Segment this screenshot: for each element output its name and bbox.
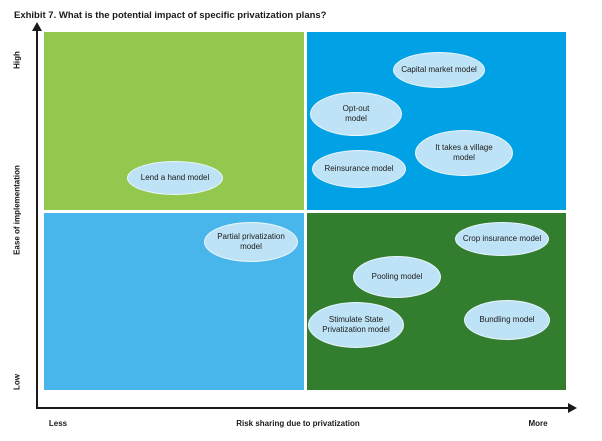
bubble-reinsurance: Reinsurance model [312,150,406,188]
y-axis-line [36,30,38,408]
bubble-crop-insurance: Crop insurance model [455,222,549,256]
y-axis-low-label: Low [12,374,22,390]
bubble-bundling: Bundling model [464,300,550,340]
x-axis-title: Risk sharing due to privatization [236,419,360,428]
x-axis-less-label: Less [48,419,68,428]
x-axis-more-label: More [528,419,548,428]
exhibit-title: Exhibit 7. What is the potential impact … [14,10,327,21]
bubble-capital-market: Capital market model [393,52,485,88]
bubble-lend-a-hand: Lend a hand model [127,161,223,195]
y-axis-arrow-icon [32,22,42,31]
y-axis-title: Ease of implementation [12,165,22,255]
x-axis-line [36,407,570,409]
x-axis-arrow-icon [568,403,577,413]
bubble-pooling: Pooling model [353,256,441,298]
y-axis-high-label: High [12,51,22,69]
